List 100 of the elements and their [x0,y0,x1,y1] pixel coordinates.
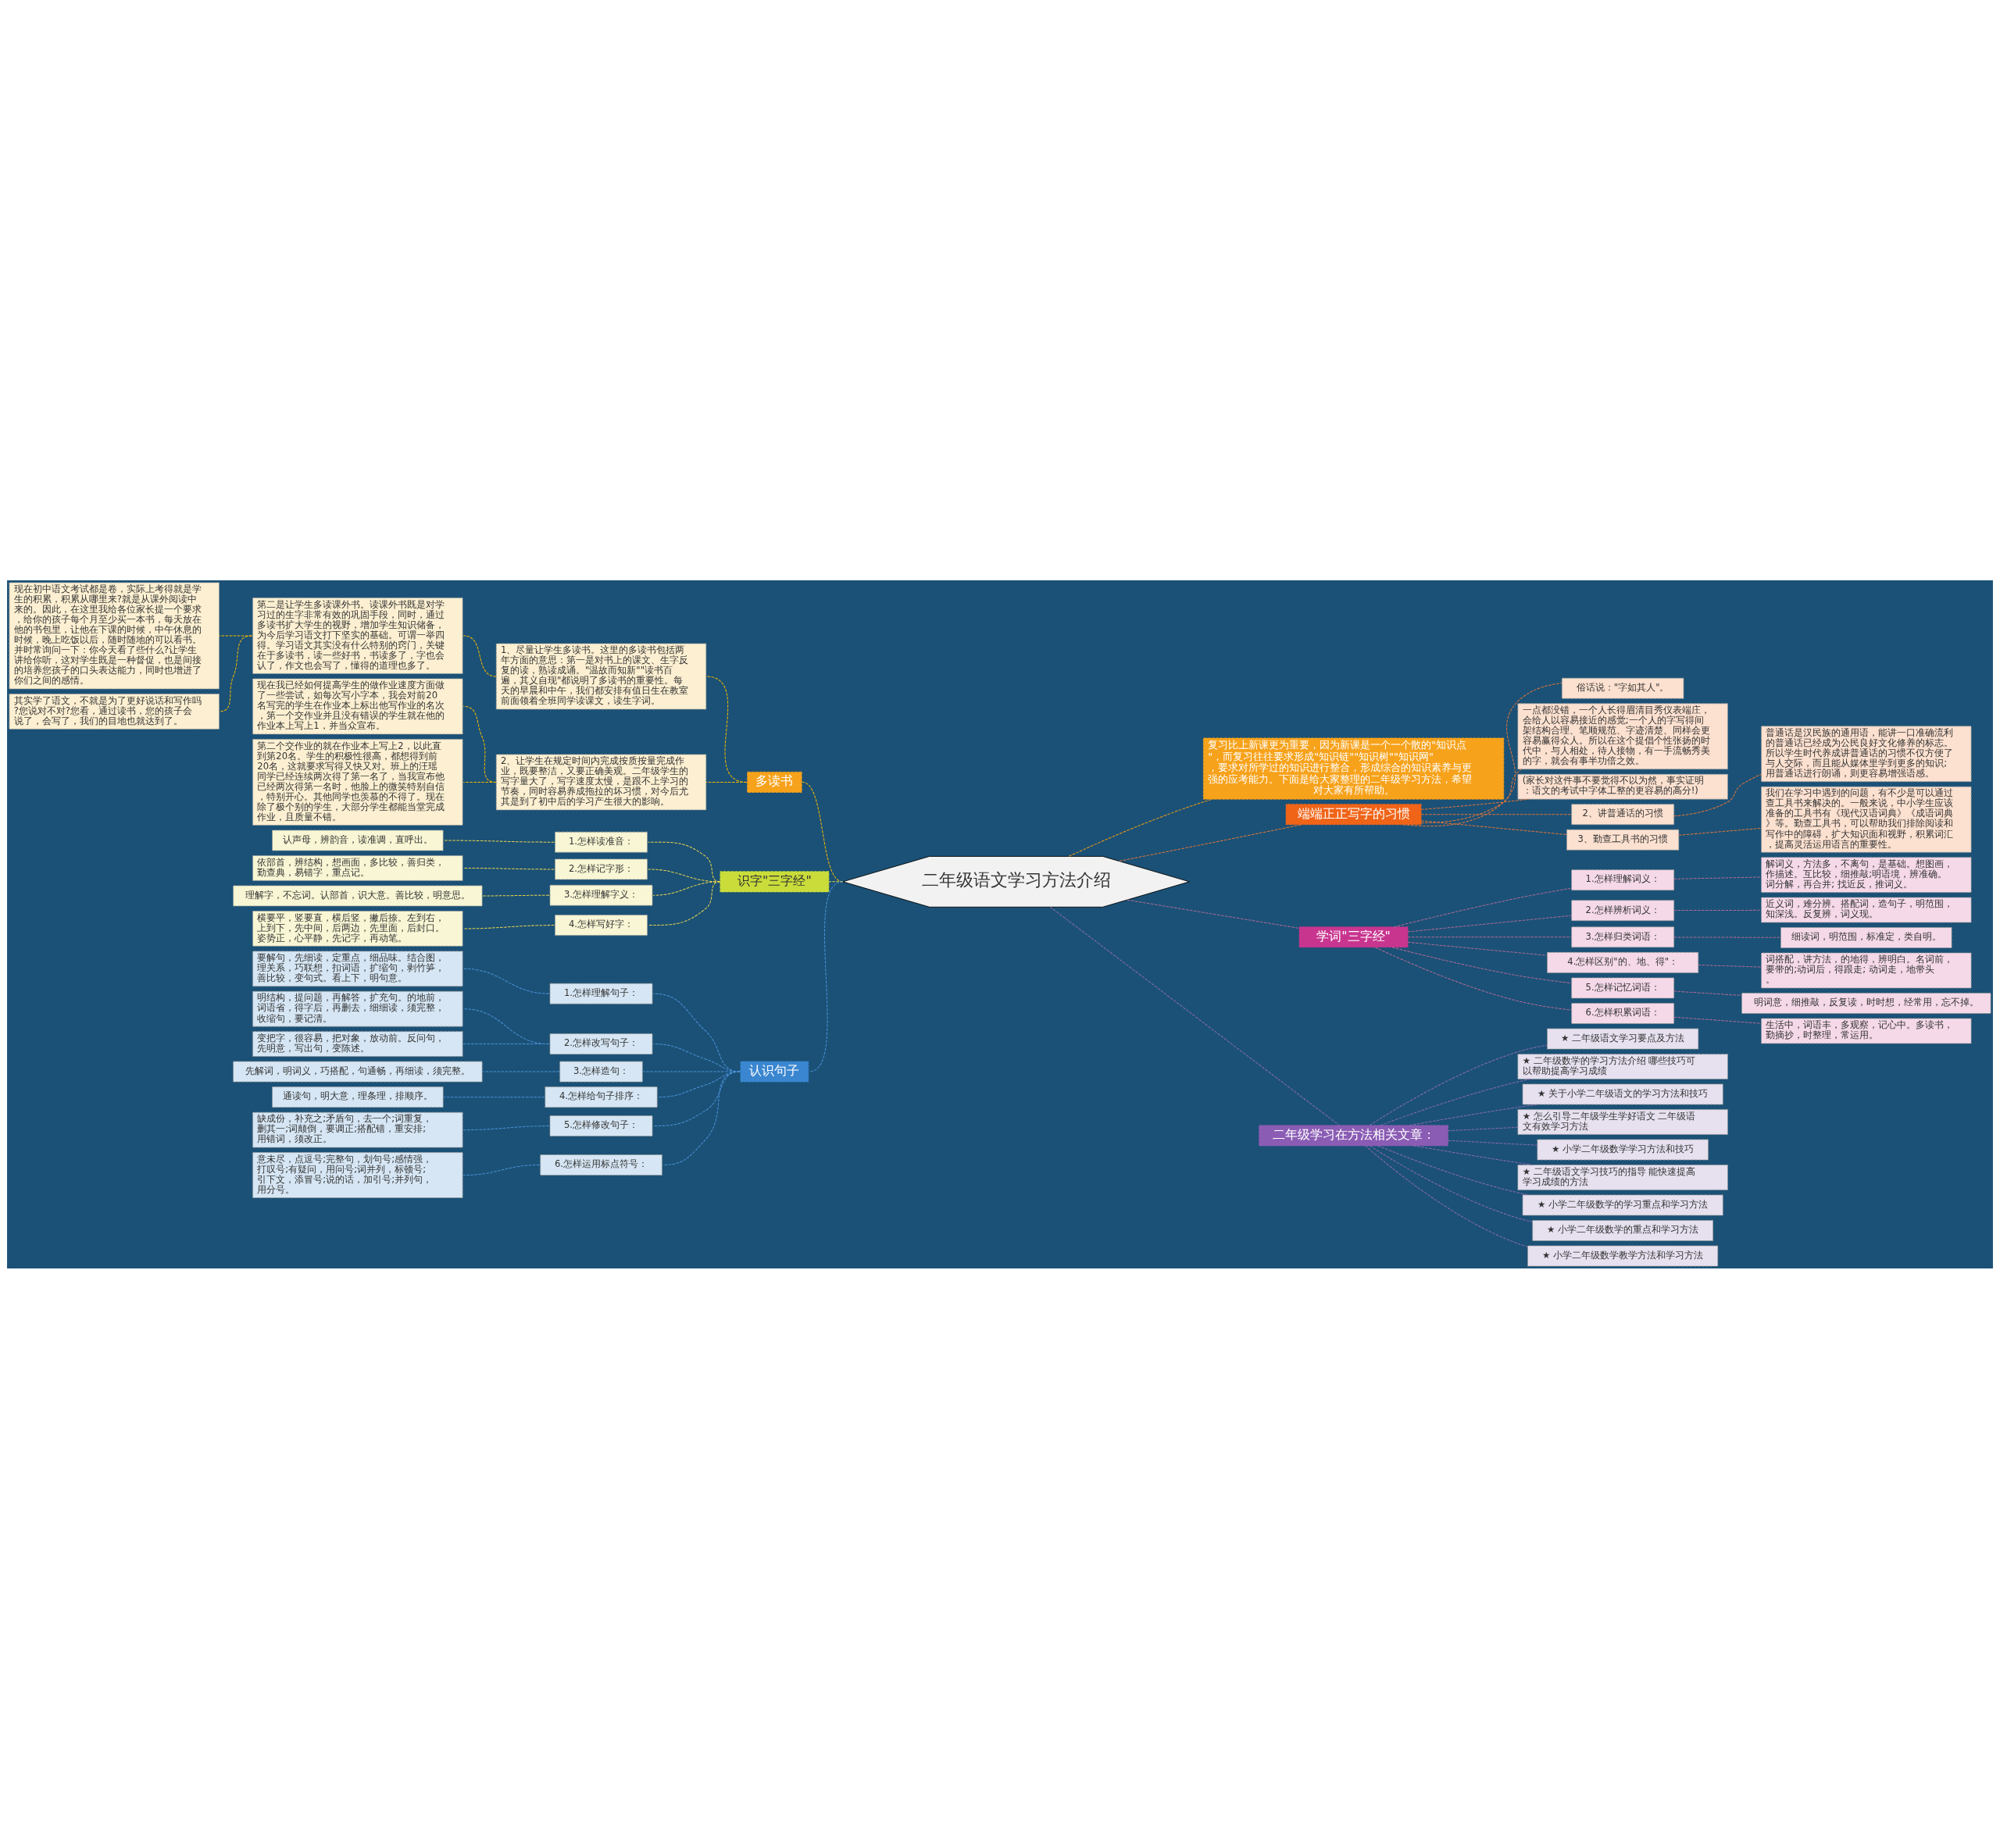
node-box: 生活中，词语丰，多观察，记心中。多读书，勤摘抄，时整理，常运用。 [1761,1018,1972,1044]
connector [462,781,497,783]
connector [1420,819,1567,835]
node-box: 复习比上新课更为重要，因为新课是一个一个散的"知识点"，而复习往往要求形成"知识链""知识树""知识网"，要求对所学过的知识进行整合，形成综合的知识素养与更强的应考能力。下面是给大家整理的二年级学习方法，希望对大家有所帮助。 [1202,737,1505,800]
connector [1448,1126,1519,1131]
connector [1412,1144,1534,1165]
connector [705,676,748,783]
connector [219,634,252,712]
node-box: 2、让学生在规定时间内完成按质按量完成作业，既要整洁，又要正确美观。二年级学生的写字量大了，写字速度太慢，是跟不上学习的节奏，同时容易养成拖拉的坏习惯，对今后尤其是到了初中后的学习产生很大的影响。 [495,754,707,810]
connector [1673,936,1781,938]
connector [1673,876,1762,879]
node-box: 普通话是汉民族的通用语，能讲一口准确流利的普通话已经成为公民良好文化修养的标志。所以学生时代养成讲普通话的习惯不仅方便了与人交际，而且能从媒体里学到更多的知识;用普通话进行朗诵，则更容易增强语感。 [1761,725,1972,782]
node-box: 变把字，很容易，把对象，放动前。反问句，先明意，写出句，变陈述。 [252,1030,463,1057]
node-box: 第二是让学生多读课外书。读课外书既是对学习过的生字非常有效的巩固手段，同时，通过多读书扩大学生的视野，增加学生知识储备，为今后学习语文打下坚实的基础。可谓一举四得。学习语文其实没有什么特别的窍门，关键在于多读书，读一些好书，书读多了，字也会认了，作文也会写了，懂得的道理也多了。 [252,597,463,674]
node-box: ★ 二年级语文学习技巧的指导 能快速提高学习成绩的方法 [1517,1164,1728,1190]
node-box: 通读句，明大意，理条理，排顺序。 [272,1086,444,1108]
connector [1402,682,1562,826]
connector [1698,964,1762,968]
connector [462,1043,550,1044]
node-box: 其实学了语文，不就是为了更好说话和写作吗?您说对不对?您看，通过读书，您的孩子会说了，会写了，我们的目地也就达到了。 [9,693,220,730]
node-box: ★ 关于小学二年级语文的学习方法和技巧 [1522,1083,1723,1104]
connector [648,880,721,926]
node-box: 1.怎样理解句子： [549,983,653,1004]
connector [443,1096,545,1097]
connector [462,968,550,994]
connector [1673,909,1762,911]
connector [1673,773,1762,816]
connector [462,867,555,869]
node-box: 俗话说："字如其人"。 [1561,677,1684,699]
connector [462,1164,541,1176]
node-box: 6.怎样运用标点符号： [540,1154,662,1176]
connector [1407,936,1572,937]
node-box: 解词义，方法多，不离句，是基础。想图画，作描述。互比较，细推敲;明语境，辨准确。词分解，再合并; 找近反，推词义。 [1761,856,1972,893]
node-box: ★ 小学二年级数学教学方法和学习方法 [1527,1245,1719,1267]
node-box: 近义词，难分辨。搭配词，造句子，明范围，知深浅。反复辨，词义现。 [1761,897,1972,922]
connector [1393,887,1572,927]
connector [1673,990,1742,996]
node-box: ★ 小学二年级数学的重点和学习方法 [1532,1219,1714,1241]
node-box: 第二个交作业的就在作业本上写上2，以此直到第20名。学生的积极性很高，都想得到前20名，这就要求写得又快又对。班上的汪瑶同学已经连续两次得了第一名了，当我宣布他已经两次得第一名时，他脸上的微笑特别自信，特别开心。其他同学也羡慕的不得了。现在除了极个别的学生，大部分学生都能当堂完成作业，且质量不错。 [252,738,463,826]
node-box: 我们在学习中遇到的问题，有不少是可以通过查工具书来解决的。一般来说，中小学生应该准备的工具书有《现代汉语词典》《成语词典》等。勤查工具书，可以帮助我们排除阅读和写作中的障碍，扩大知识面和视野，积累词汇，提高灵活运用语言的重要性。 [1761,786,1972,853]
node-box: 词搭配，讲方法，的地得，辨明白。名词前，要带的;动词后，得跟走; 动词走，地带头。 [1761,952,1972,988]
node-box: 2.怎样改写句子： [549,1033,653,1054]
connector [1127,899,1300,929]
connector [1409,1104,1538,1126]
connector [1391,946,1572,983]
connector [462,705,497,783]
node-box: 认识句子 [740,1061,809,1083]
node-box: 端端正正写字的习惯 [1285,803,1422,825]
node-box: 缺成份，补充之;矛盾句，去一个;词重复，删其一;词颠倒，要调正;搭配错，重安排;用错词，须改正。 [252,1111,463,1147]
node-box: 3.怎样理解字义： [549,884,653,906]
node-box: 识字"三字经" [720,870,830,892]
node-box: 学词"三字经" [1298,926,1409,947]
node-box: 认声母，辨韵音，读准调，直呼出。 [272,829,444,851]
connector [481,894,550,896]
node-box: 意未尽，点逗号;完整句，划句号;感情强，打叹号;有疑问，用问号;词并列，标顿号;引下文，添冒号;说的话，加引号;并列句，用分号。 [252,1151,463,1198]
connector [1673,1016,1762,1024]
node-box: 5.怎样记忆词语： [1571,976,1675,998]
connector [1678,827,1762,836]
node-box: 3.怎样造句： [559,1061,643,1083]
node-box: ★ 小学二年级数学学习方法和技巧 [1537,1139,1709,1160]
node-box: 一点都没错，一个人长得眉清目秀仪表端庄，会给人以容易接近的感觉;一个人的字写得间架结构合理、笔顺规范、字迹清楚、同样会更容易赢得众人。所以在这个提倡个性张扬的时代中，与人相处，待人接物，有一手流畅秀美的字，就会有事半功倍之效。 [1517,702,1728,769]
connector [1420,798,1530,810]
connector [1369,1044,1548,1126]
connector [1407,941,1548,956]
connector [481,1071,560,1072]
node-box: 3、勤查工具书的习惯 [1566,829,1680,851]
node-box: 1.怎样读准音： [555,831,648,853]
node-box: 明词意，细推敲，反复读，时时想，经常用，忘不掉。 [1741,992,1991,1014]
connector [462,1125,550,1130]
connector [1374,946,1573,1011]
node-box: 要解句，先细读，定重点，细品味。结合图，理关系，巧联想，扣词语，扩缩句，剥竹笋，善比较，变句式。看上下，明句意。 [252,950,463,986]
connector [705,781,748,783]
node-box: 先解词，明词义，巧搭配，句通畅，再细读，须完整。 [233,1061,483,1083]
node-box: (家长对这件事不要觉得不以为然，事实证明：语文的考试中字体工整的更容易的高分!) [1517,773,1728,800]
node-box: 1.怎样理解词义： [1571,869,1675,890]
node-box: 2.怎样记字形： [555,858,648,879]
node-box: 二年级学习在方法相关文章： [1259,1124,1448,1146]
node-box: 多读书 [747,771,802,793]
node-box: 4.怎样给句子排序： [545,1086,658,1108]
connector [809,880,844,1072]
connector [1049,906,1340,1126]
node-box: 理解字，不忘词。认部首，识大意。善比较，明意思。 [233,884,483,906]
node-box: 1、尽量让学生多读书。这里的多读书包括两年方面的意思：第一是对书上的课文、生字反复的读，熟读成诵。"温故而知新""读书百遍，其义自现"都说明了多读书的重要性。每天的早晨和中午，我们都安排有值日生在教室前面领着全班同学读课文，读生字词。 [495,643,707,709]
node-box: 细读词，明范围，标准定，类自明。 [1780,926,1952,948]
node-box: 4.怎样写好字： [555,914,648,936]
node-box: 4.怎样区别"的、地、得"： [1547,951,1699,973]
node-box: ★ 二年级数学的学习方法介绍 哪些技巧可以帮助提高学习成绩 [1517,1053,1728,1079]
node-box: ★ 二年级语文学习要点及方法 [1547,1028,1699,1050]
connector [1420,813,1573,815]
node-box: 3.怎样归类词语： [1571,926,1675,947]
connector [1407,915,1572,932]
node-box: 横要平，竖要直，横后竖，撇后捺。左到右，上到下，先中间，后两边，先里面，后封口。姿势正，心平静，先记字，再动笔。 [252,910,463,947]
node-box: 依部首，辨结构，想画面，多比较，善归类，勤查典，易错字，重点记。 [252,854,463,881]
node-box: 2、讲普通话的习惯 [1571,803,1675,825]
connector [462,1008,550,1044]
node-box: 明结构，提问题，再解答，扩充句。的地前，词语省，得字后，再删去，细细读，须完整，收缩句，要记清。 [252,990,463,1027]
node-box: ★ 小学二年级数学的学习重点和学习方法 [1522,1193,1723,1215]
connector [1377,1144,1529,1195]
connector [1068,798,1213,857]
connector [443,840,555,843]
